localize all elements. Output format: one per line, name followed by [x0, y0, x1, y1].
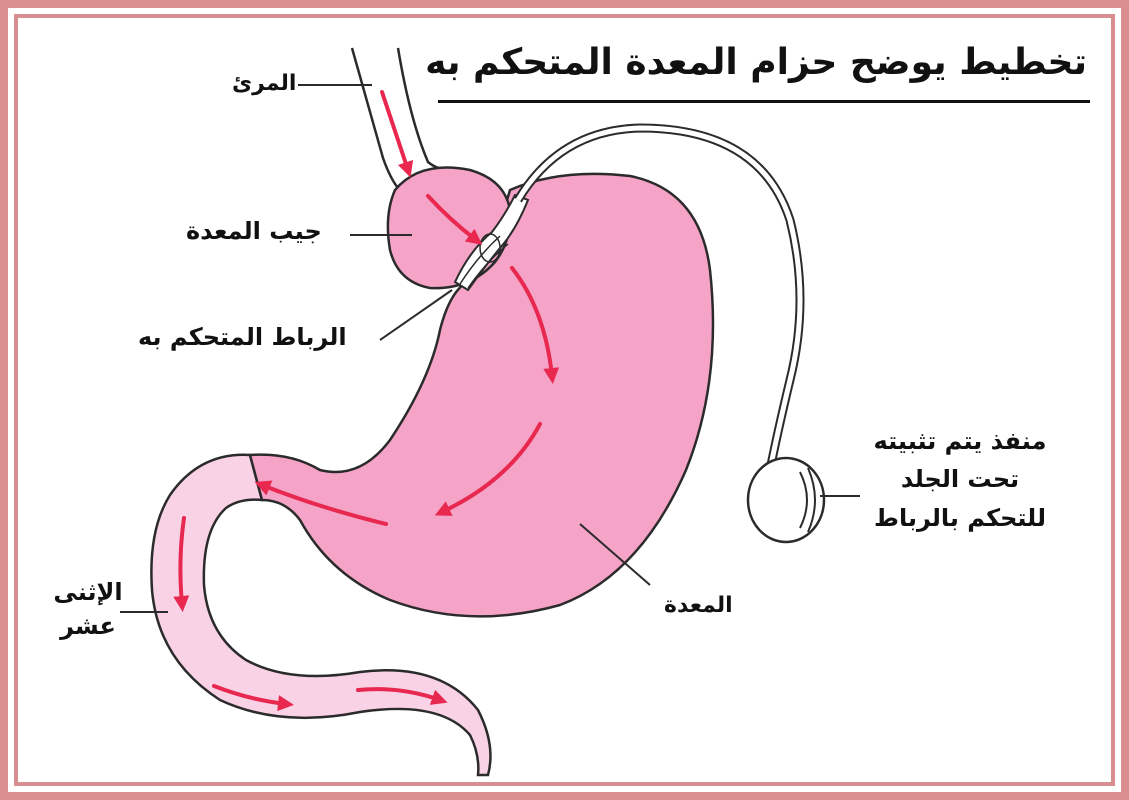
label-duodenum: الإثنى عشر — [48, 576, 128, 643]
label-port-line-1: منفذ يتم تثبيته — [850, 422, 1070, 460]
label-adjustable-band: الرباط المتحكم به — [138, 322, 347, 352]
label-port: منفذ يتم تثبيته تحت الجلد للتحكم بالرباط — [850, 422, 1070, 537]
subcutaneous-port — [748, 458, 824, 542]
label-port-line-3: للتحكم بالرباط — [850, 499, 1070, 537]
title-underline — [438, 100, 1090, 103]
label-duodenum-line-1: الإثنى — [48, 576, 128, 610]
label-esophagus: المرئ — [232, 70, 296, 98]
label-port-line-2: تحت الجلد — [850, 460, 1070, 498]
label-gastric-pouch: جيب المعدة — [186, 216, 322, 246]
diagram-title: تخطيط يوضح حزام المعدة المتحكم به — [425, 40, 1087, 85]
label-stomach: المعدة — [664, 592, 733, 620]
label-duodenum-line-2: عشر — [48, 610, 128, 644]
